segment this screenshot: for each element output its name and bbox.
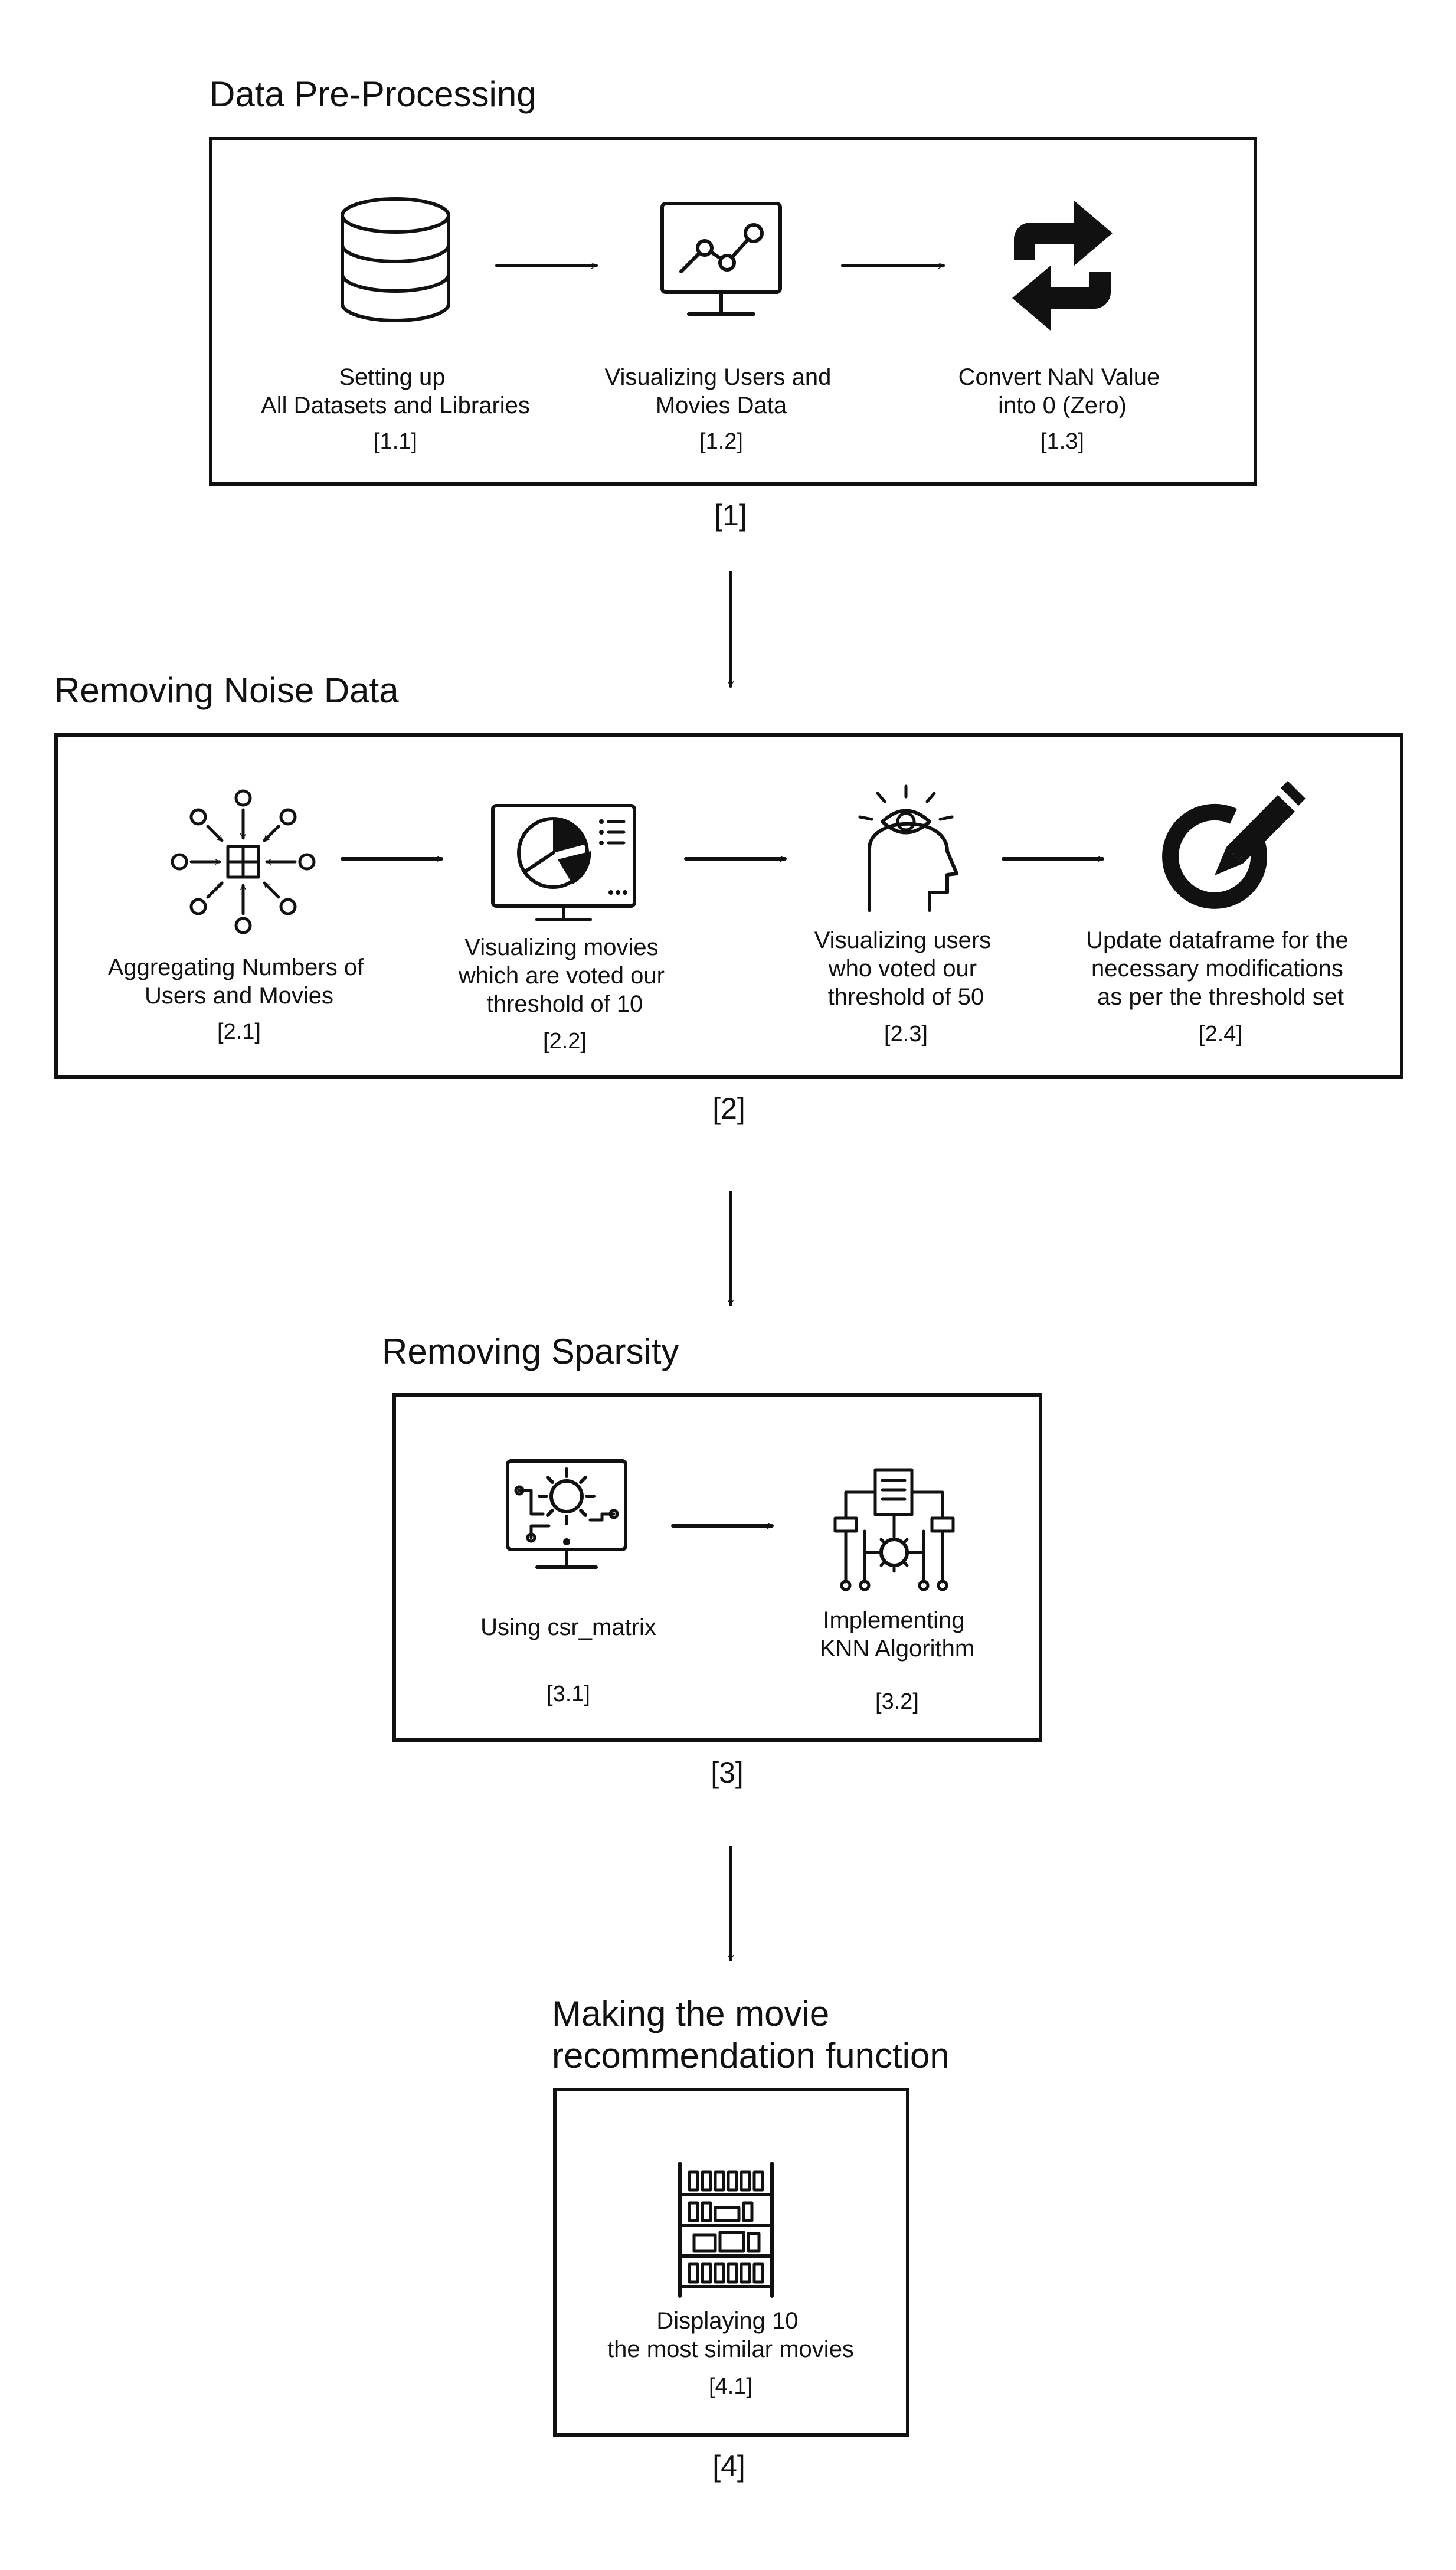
aggregate-icon — [171, 789, 316, 934]
section-4-title: Making the movie recommendation function — [552, 1994, 950, 2075]
section-4-box — [553, 2088, 909, 2437]
step-3-2-caption: Implementing KNN Algorithm — [820, 1607, 974, 1662]
step-2-3-caption: Visualizing users who voted our threshol… — [814, 927, 998, 1010]
section-2-box — [54, 733, 1403, 1079]
section-2-title: Removing Noise Data — [54, 671, 399, 710]
pencil-update-icon — [1162, 781, 1306, 909]
head-eye-icon — [858, 784, 958, 912]
step-2-1-ref: [2.1] — [217, 1019, 261, 1044]
section-3-ref: [3] — [711, 1756, 744, 1789]
step-2-3-ref: [2.3] — [884, 1022, 928, 1047]
step-2-1-caption: Aggregating Numbers of Users and Movies — [108, 954, 371, 1009]
step-4-1-ref: [4.1] — [709, 2374, 752, 2399]
section-1-box — [209, 137, 1257, 486]
swap-arrows-icon — [1012, 201, 1113, 331]
step-2-2-ref: [2.2] — [543, 1029, 587, 1054]
step-3-1-ref: [3.1] — [547, 1682, 590, 1706]
monitor-pie-chart-icon — [491, 804, 636, 921]
step-1-1-caption: Setting up All Datasets and Libraries — [261, 364, 530, 418]
shelf-icon — [678, 2162, 774, 2298]
section-1-ref: [1] — [714, 499, 747, 532]
monitor-chart-icon — [660, 202, 782, 316]
step-2-2-caption: Visualizing movies which are voted our t… — [458, 934, 671, 1017]
database-icon — [341, 197, 450, 322]
step-3-2-ref: [3.2] — [875, 1689, 919, 1714]
step-2-4-caption: Update dataframe for the necessary modif… — [1086, 927, 1355, 1010]
section-4-ref: [4] — [712, 2450, 745, 2483]
step-1-2-ref: [1.2] — [699, 429, 743, 454]
step-2-4-ref: [2.4] — [1199, 1022, 1242, 1047]
monitor-gear-icon — [506, 1459, 627, 1569]
step-1-2-caption: Visualizing Users and Movies Data — [604, 364, 837, 418]
step-4-1-caption: Displaying 10 the most similar movies — [607, 2308, 854, 2362]
step-3-1-caption: Using csr_matrix — [480, 1614, 656, 1640]
step-1-1-ref: [1.1] — [374, 429, 417, 454]
step-1-3-ref: [1.3] — [1041, 429, 1084, 454]
section-3-title: Removing Sparsity — [382, 1332, 679, 1371]
algorithm-icon — [833, 1468, 955, 1591]
section-2-ref: [2] — [712, 1092, 745, 1125]
step-1-3-caption: Convert NaN Value into 0 (Zero) — [958, 364, 1167, 418]
section-1-title: Data Pre-Processing — [210, 74, 536, 114]
section-3-box — [392, 1393, 1042, 1742]
